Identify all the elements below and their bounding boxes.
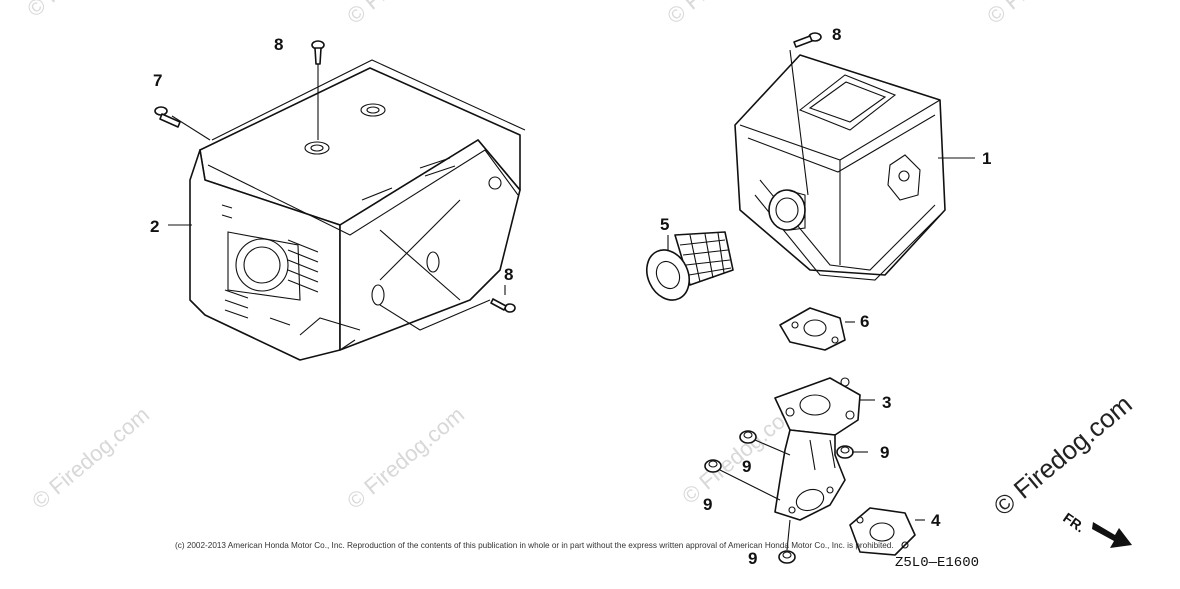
leader-line [754,439,791,456]
leader-line [719,469,781,501]
watermark-text: © Firedog.com [982,0,1109,29]
watermark-text: © Firedog.com [342,402,469,514]
callout-4[interactable]: 4 [931,511,941,530]
leader-line [171,115,211,141]
leader-line [789,49,809,196]
callout-7[interactable]: 7 [153,71,162,90]
leader-line [786,519,791,551]
watermark-text: © Firedog.com [22,0,149,22]
watermark-group: © Firedog.com © Firedog.com © Firedog.co… [22,0,1109,514]
tapping-screw-8-side[interactable] [490,298,516,313]
diagram-code: Z5L0—E1600 [895,555,979,571]
front-arrow-icon [1092,522,1132,548]
callout-1[interactable]: 1 [982,149,991,168]
watermark-text: © Firedog.com [27,402,154,514]
muffler-protector-part[interactable] [189,59,526,361]
spark-arrester-part[interactable] [639,231,734,307]
exhaust-pipe-part[interactable] [774,377,861,521]
front-label: FR. [1060,509,1088,535]
callout-8-muffler[interactable]: 8 [832,25,841,44]
front-direction-indicator: FR. [1060,509,1132,548]
tapping-screw-7[interactable] [154,106,181,128]
tapping-screw-8-top[interactable] [311,40,325,65]
watermark-text: © Firedog.com [342,0,469,29]
watermark-text: © Firedog.com [662,0,789,29]
exhaust-gasket-part[interactable] [849,507,916,556]
callout-5[interactable]: 5 [660,215,669,234]
callout-9b[interactable]: 9 [880,443,889,462]
callout-8-side[interactable]: 8 [504,265,513,284]
callout-2[interactable]: 2 [150,217,159,236]
leader-line [379,299,491,331]
callout-6[interactable]: 6 [860,312,869,331]
tapping-screw-8-muffler[interactable] [793,32,822,48]
callout-3[interactable]: 3 [882,393,891,412]
callout-8-top[interactable]: 8 [274,35,283,54]
callout-9a[interactable]: 9 [742,457,751,476]
flange-nut-9d[interactable] [778,550,796,564]
muffler-part[interactable] [734,54,946,281]
callout-9c[interactable]: 9 [703,495,712,514]
flange-nut-9a[interactable] [739,430,757,444]
brand-watermark: © Firedog.com [988,389,1138,522]
flange-nut-9b[interactable] [836,445,854,459]
muffler-gasket-part[interactable] [779,307,846,351]
flange-nut-9c[interactable] [704,459,722,473]
copyright-notice: (c) 2002-2013 American Honda Motor Co., … [175,541,894,550]
callout-9d[interactable]: 9 [748,549,757,568]
